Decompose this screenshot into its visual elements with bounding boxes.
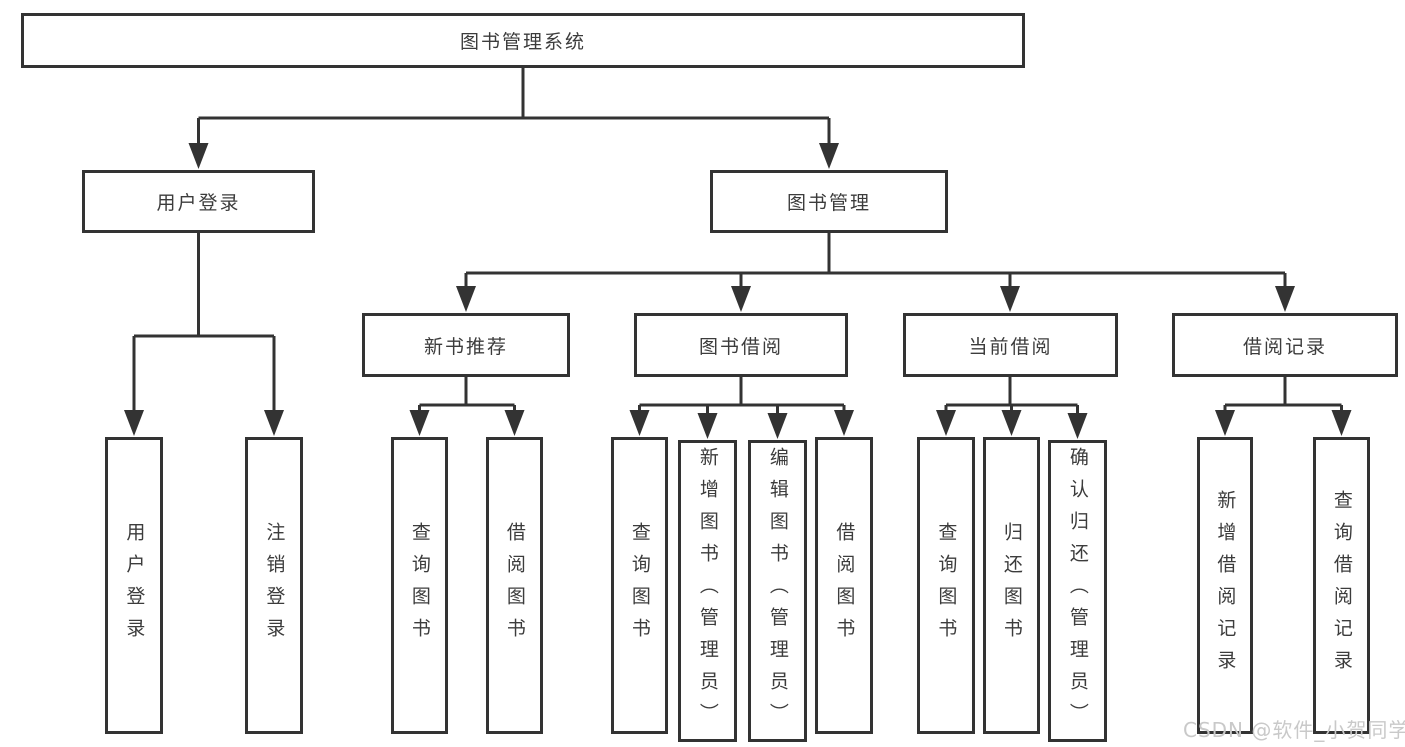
leaf-add-borrow-record: 新增借阅记录 xyxy=(1197,437,1253,734)
leaf-label: 借阅图书 xyxy=(503,521,526,650)
leaf-label: 查询借阅记录 xyxy=(1330,489,1353,682)
node-book-management: 图书管理 xyxy=(710,170,948,233)
leaf-query-books-recommend: 查询图书 xyxy=(391,437,448,734)
leaf-borrow-books: 借阅图书 xyxy=(815,437,873,734)
node-label: 图书借阅 xyxy=(698,335,783,358)
node-current-borrowing: 当前借阅 xyxy=(903,313,1118,377)
leaf-confirm-return-admin: 确认归还（管理员） xyxy=(1048,440,1107,742)
node-label: 当前借阅 xyxy=(968,335,1053,358)
node-book-borrowing: 图书借阅 xyxy=(634,313,848,377)
leaf-label: 新增借阅记录 xyxy=(1214,489,1237,682)
leaf-label: 确认归还（管理员） xyxy=(1066,447,1089,735)
leaf-label: 注销登录 xyxy=(263,521,286,650)
csdn-watermark: CSDN @软件_小贺同学 xyxy=(1183,718,1405,742)
node-label: 用户登录 xyxy=(156,192,241,214)
node-new-book-recommendation: 新书推荐 xyxy=(362,313,570,377)
node-borrowing-records: 借阅记录 xyxy=(1172,313,1398,377)
leaf-label: 借阅图书 xyxy=(833,521,856,650)
leaf-query-books-current: 查询图书 xyxy=(917,437,975,734)
leaf-label: 归还图书 xyxy=(1000,521,1023,650)
node-library-management-system: 图书管理系统 xyxy=(21,13,1025,68)
leaf-edit-book-admin: 编辑图书（管理员） xyxy=(748,440,807,742)
leaf-user-login: 用户登录 xyxy=(105,437,163,734)
leaf-label: 新增图书（管理员） xyxy=(696,447,719,735)
node-label: 新书推荐 xyxy=(423,335,508,358)
leaf-label: 用户登录 xyxy=(123,521,146,650)
node-label: 图书管理 xyxy=(786,192,871,214)
node-label: 借阅记录 xyxy=(1242,335,1327,358)
leaf-logout: 注销登录 xyxy=(245,437,303,734)
leaf-label: 查询图书 xyxy=(408,521,431,650)
node-user-login: 用户登录 xyxy=(82,170,315,233)
leaf-borrow-books-recommend: 借阅图书 xyxy=(486,437,543,734)
leaf-label: 查询图书 xyxy=(935,521,958,650)
node-label: 图书管理系统 xyxy=(459,31,586,53)
leaf-label: 查询图书 xyxy=(628,521,651,650)
leaf-query-books-borrowing: 查询图书 xyxy=(611,437,668,734)
leaf-label: 编辑图书（管理员） xyxy=(766,447,789,735)
leaf-return-book: 归还图书 xyxy=(983,437,1040,734)
leaf-add-book-admin: 新增图书（管理员） xyxy=(678,440,737,742)
leaf-query-borrow-record: 查询借阅记录 xyxy=(1313,437,1370,734)
